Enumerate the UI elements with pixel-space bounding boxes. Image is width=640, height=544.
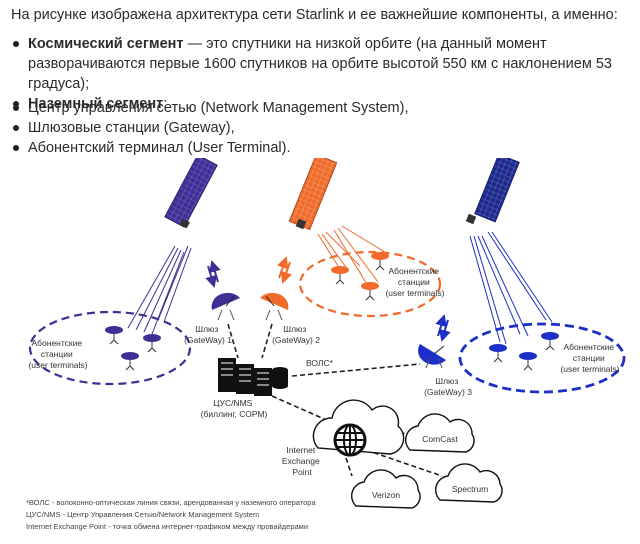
footnote-ixp: Internet Exchange Point - точка обмена и… <box>26 522 308 531</box>
starlink-architecture-diagram: Абонентские станции (user terminals) Або… <box>26 158 626 531</box>
user-terminal-icons-center <box>331 252 389 301</box>
beam-lines-purple <box>127 245 192 335</box>
ground-segment-suffix: : <box>163 96 168 112</box>
ixp-label: Internet Exchange Point <box>282 445 322 477</box>
satellite-purple <box>164 158 218 229</box>
verizon-cloud-icon <box>350 469 421 509</box>
spectrum-label: Spectrum <box>452 484 488 494</box>
list-item-user-terminal: Абонентский терминал (User Terminal). <box>11 138 636 158</box>
intro-text: На рисунке изображена архитектура сети S… <box>11 7 618 23</box>
user-terminals-left-label: Абонентские станции (user terminals) <box>28 338 87 370</box>
satellite-orange <box>288 158 338 231</box>
user-terminals-left-zone <box>28 310 192 386</box>
beam-lines-orange <box>317 225 389 287</box>
verizon-label: Verizon <box>372 490 401 500</box>
arrows-gateway3 <box>435 314 451 342</box>
beam-lines-blue <box>469 231 553 345</box>
space-segment-text: — это спутники на низкой орбите (на данн… <box>28 36 612 92</box>
ground-components-list: Центр управления сетью (Network Manageme… <box>11 98 636 158</box>
internet-exchange-globe-overlay-icon <box>333 423 367 457</box>
arrows-gateway1 <box>205 260 221 288</box>
user-terminal-icons-right <box>489 332 559 371</box>
fiber-label: ВОЛС* <box>306 358 334 368</box>
spectrum-cloud-icon <box>434 463 503 503</box>
list-item-nms: Центр управления сетью (Network Manageme… <box>11 98 636 118</box>
user-terminals-right-zone <box>458 322 626 394</box>
gateway3-dish-icon <box>418 344 446 369</box>
satellite-blue <box>465 158 520 225</box>
gateway2-dish-icon <box>260 292 289 321</box>
list-item-ground-segment: Наземный сегмент: <box>11 94 636 114</box>
comcast-cloud-icon <box>404 413 475 453</box>
nms-label: ЦУС/NMS (биллинг, СОРМ) <box>201 398 268 419</box>
gateway3-label: Шлюз (GateWay) 3 <box>424 376 472 397</box>
footnote-nms: ЦУС/NMS - Центр Управления Сетью/Network… <box>26 510 259 519</box>
list-item-space-segment: Космический сегмент — это спутники на ни… <box>11 34 636 94</box>
list-item-gateway: Шлюзовые станции (Gateway), <box>11 118 636 138</box>
gateway1-label: Шлюз (GateWay) 1 <box>184 324 232 345</box>
fiber-links <box>227 323 443 477</box>
user-terminals-center-label: Абонентские станции (user terminals) <box>385 266 444 298</box>
gateway2-label: Шлюз (GateWay) 2 <box>272 324 320 345</box>
comcast-label: ComCast <box>422 434 458 444</box>
gateway1-dish-icon <box>211 292 240 321</box>
segment-list: Космический сегмент — это спутники на ни… <box>11 34 636 114</box>
space-segment-title: Космический сегмент <box>28 36 184 52</box>
ground-segment-title: Наземный сегмент <box>28 96 164 112</box>
arrows-gateway2 <box>277 256 292 284</box>
user-terminals-right-label: Абонентские станции (user terminals) <box>560 342 619 374</box>
footnote-fiber: *ВОЛС - волоконно-оптическая линия связи… <box>26 498 316 507</box>
user-terminal-icons-left <box>105 326 161 371</box>
user-terminals-center-zone <box>298 250 442 318</box>
nms-server-icon <box>218 358 288 396</box>
